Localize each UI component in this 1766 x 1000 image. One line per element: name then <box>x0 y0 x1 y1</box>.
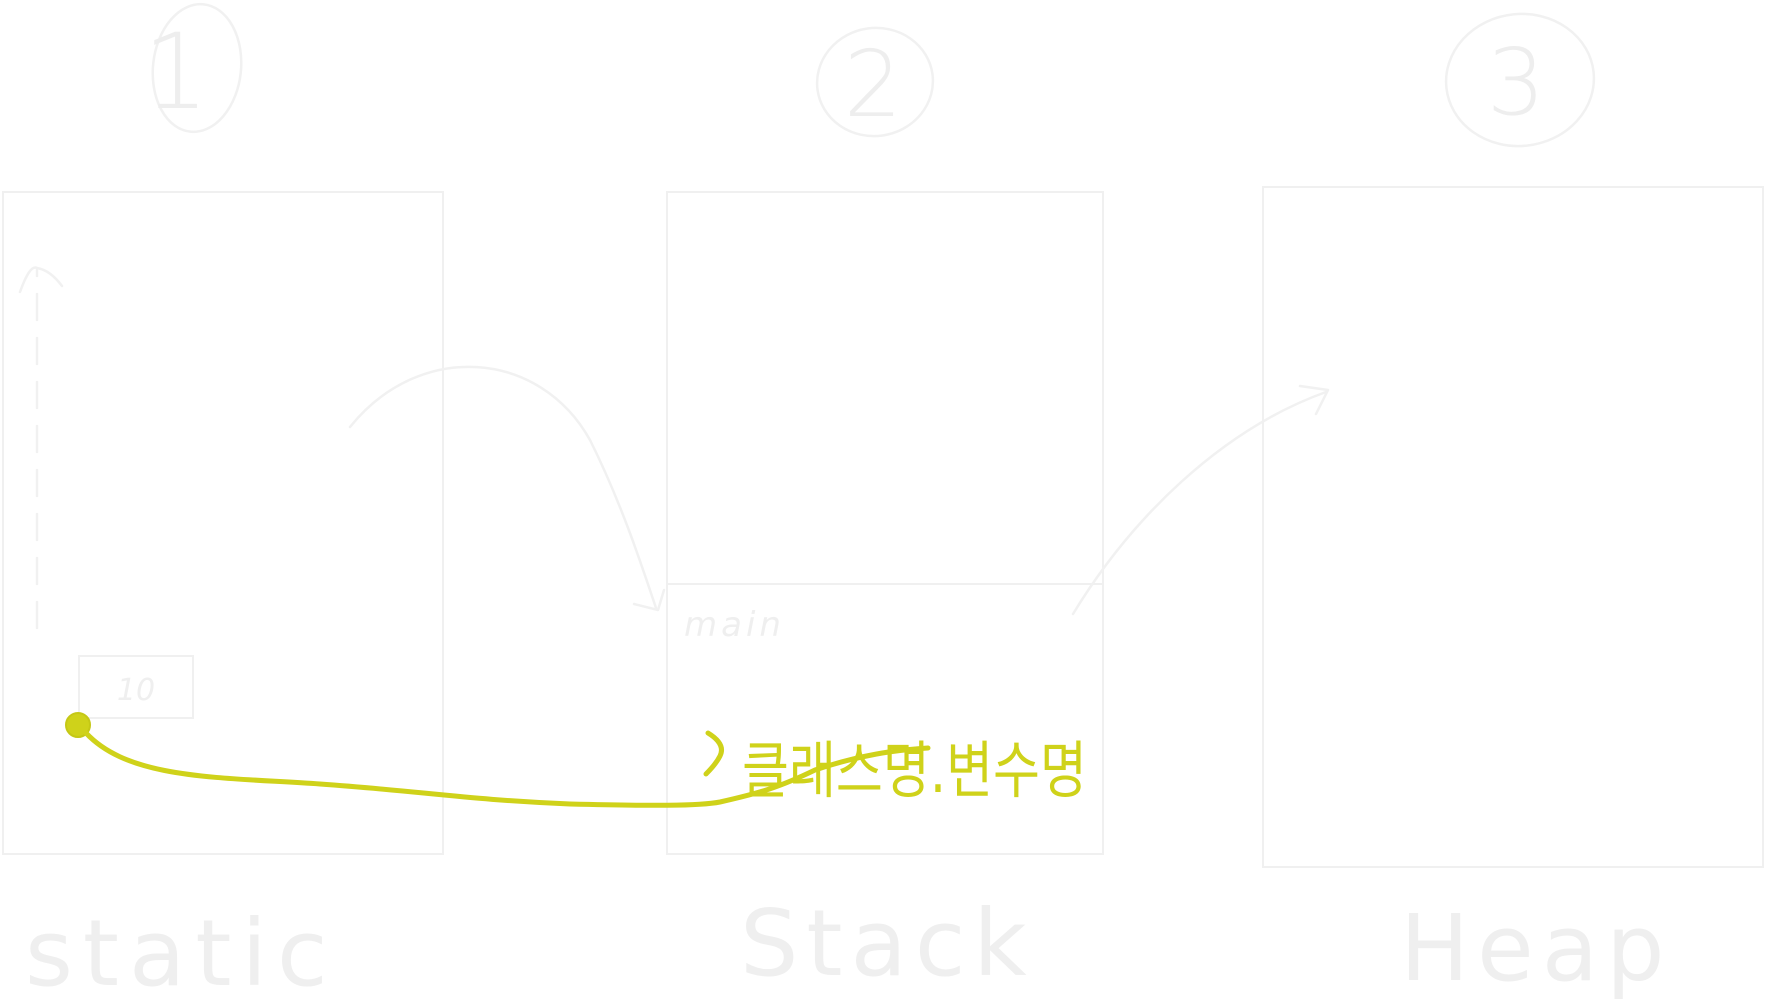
region-number-1: 1 <box>143 11 209 133</box>
heap-area-box <box>1262 186 1764 868</box>
static-to-stack-arrow <box>348 365 658 610</box>
region-number-2: 2 <box>844 31 903 138</box>
stack-frame-label: main <box>684 605 785 645</box>
filled-circle-icon <box>65 712 91 738</box>
static-dashed-arrow-head <box>18 266 64 294</box>
stack-area-box <box>666 191 1104 855</box>
static-value-box <box>78 655 194 719</box>
class-variable-annotation: 클래스명.변수명 <box>65 712 1087 808</box>
region-number-circle-2 <box>815 26 935 138</box>
region-stack: 2 main Stack <box>666 26 1104 997</box>
region-static: 1 10 static <box>2 2 444 1000</box>
stack-to-heap-arrow <box>1071 390 1328 616</box>
region-number-circle-3 <box>1444 12 1596 148</box>
region-label-static: static <box>25 900 338 1000</box>
annotation-connector-line <box>83 730 931 808</box>
region-label-heap: Heap <box>1400 895 1673 1000</box>
region-label-stack: Stack <box>740 890 1035 997</box>
region-number-circle-1 <box>151 2 243 134</box>
region-number-3: 3 <box>1487 29 1546 136</box>
static-value-text: 10 <box>117 673 155 708</box>
static-to-stack-arrow-head <box>632 588 666 612</box>
stack-to-heap-arrow-head <box>1298 384 1330 416</box>
static-area-box <box>2 191 444 855</box>
region-heap: 3 Heap <box>1262 12 1764 1000</box>
annotation-text: 클래스명.변수명 <box>742 734 1087 807</box>
chevron-right-icon <box>703 730 724 777</box>
